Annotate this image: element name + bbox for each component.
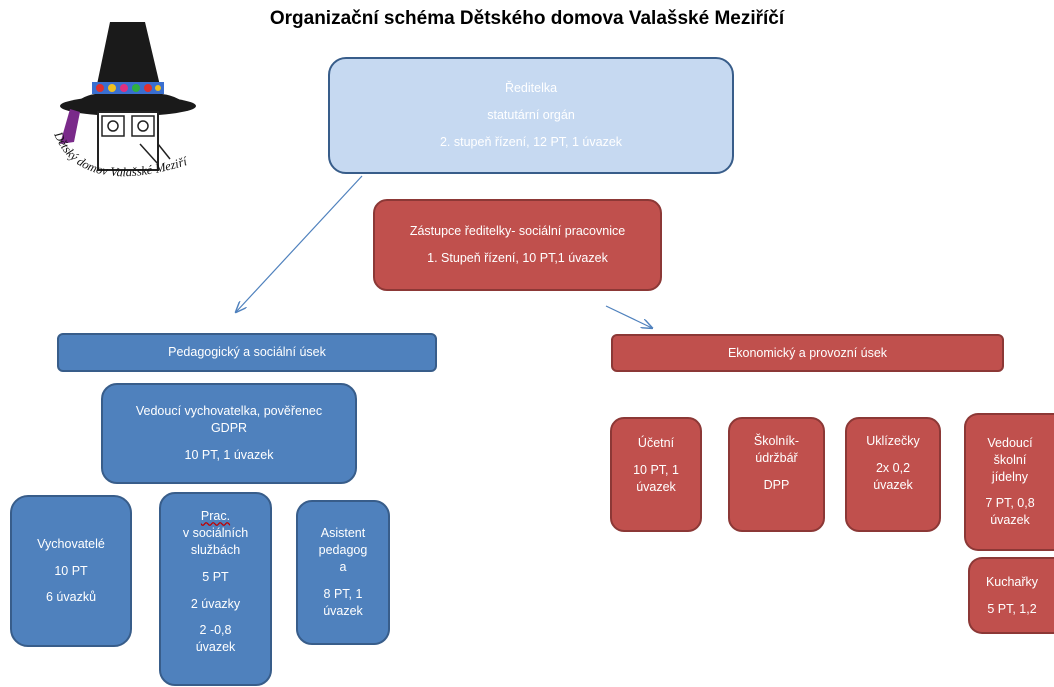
janitor-details: DPP: [763, 477, 790, 492]
canteen-head-title-3: jídelny: [991, 469, 1029, 484]
director-role: statutární orgán: [487, 108, 575, 123]
social-workers-box: Prac. v sociálních službách 5 PT 2 úvazk…: [159, 492, 272, 686]
economic-section-label: Ekonomický a provozní úsek: [727, 345, 888, 360]
educators-count: 10 PT: [54, 563, 88, 578]
social-workers-fte-2: 2 -0,8: [199, 623, 232, 638]
assistant-details-2: úvazek: [323, 603, 363, 618]
janitor-box: Školník- údržbář DPP: [728, 417, 825, 532]
director-details: 2. stupeň řízení, 12 PT, 1 úvazek: [439, 134, 623, 149]
deputy-box: Zástupce ředitelky- sociální pracovnice …: [373, 199, 662, 291]
educators-box: Vychovatelé 10 PT 6 úvazků: [10, 495, 132, 647]
director-title: Ředitelka: [504, 81, 558, 96]
assistant-title: Asistent: [320, 526, 366, 541]
head-educator-box: Vedoucí vychovatelka, pověřenec GDPR 10 …: [101, 383, 357, 484]
accountant-details: 10 PT, 1: [633, 462, 679, 477]
canteen-head-details-2: úvazek: [990, 513, 1030, 528]
accountant-details-2: úvazek: [636, 479, 676, 494]
head-educator-title-2: GDPR: [210, 421, 248, 436]
deputy-details: 1. Stupeň řízení, 10 PT,1 úvazek: [427, 251, 608, 265]
arrow-to-economic: [605, 305, 652, 328]
social-workers-title-2: v sociálních: [182, 525, 249, 540]
canteen-head-title: Vedoucí: [987, 435, 1033, 450]
assistant-title-3: a: [339, 560, 347, 575]
logo: Dětský domov Valašské Meziříčí: [40, 14, 196, 179]
janitor-title: Školník-: [753, 434, 800, 448]
educators-fte: 6 úvazků: [45, 590, 97, 605]
economic-section-header: Ekonomický a provozní úsek: [611, 334, 1004, 372]
social-workers-count: 5 PT: [202, 569, 229, 584]
canteen-head-title-2: školní: [993, 452, 1027, 467]
page-title: Organizační schéma Dětského domova Valaš…: [269, 8, 785, 29]
assistant-title-2: pedagog: [318, 543, 368, 558]
cleaners-box: Uklízečky 2x 0,2 úvazek: [845, 417, 941, 532]
cleaners-details: 2x 0,2: [875, 460, 911, 475]
accountant-box: Účetní 10 PT, 1 úvazek: [610, 417, 702, 532]
educators-title: Vychovatelé: [37, 536, 105, 551]
assistant-box: Asistent pedagog a 8 PT, 1 úvazek: [296, 500, 390, 645]
arrow-to-pedagogical: [236, 175, 363, 312]
social-workers-title: Prac.: [200, 509, 231, 523]
head-educator-title: Vedoucí vychovatelka, pověřenec: [135, 404, 323, 419]
social-workers-fte-3: úvazek: [195, 640, 236, 655]
deputy-title: Zástupce ředitelky- sociální pracovnice: [409, 224, 626, 239]
canteen-head-details: 7 PT, 0,8: [985, 496, 1035, 511]
social-workers-title-3: službách: [190, 542, 241, 557]
canteen-head-box: Vedoucí školní jídelny 7 PT, 0,8 úvazek: [964, 413, 1054, 551]
accountant-title: Účetní: [637, 436, 675, 450]
cooks-box: Kuchařky 5 PT, 1,2: [968, 557, 1054, 634]
pedagogical-section-header: Pedagogický a sociální úsek: [57, 333, 437, 372]
cleaners-title: Uklízečky: [866, 434, 920, 448]
assistant-details: 8 PT, 1: [323, 586, 363, 601]
head-educator-details: 10 PT, 1 úvazek: [184, 447, 274, 462]
janitor-title-2: údržbář: [755, 450, 798, 465]
director-box: Ředitelka statutární orgán 2. stupeň říz…: [328, 57, 734, 174]
social-workers-fte: 2 úvazky: [190, 596, 241, 611]
pedagogical-section-label: Pedagogický a sociální úsek: [168, 345, 326, 360]
cleaners-details-2: úvazek: [873, 477, 913, 492]
cooks-details: 5 PT, 1,2: [987, 601, 1037, 616]
cooks-title: Kuchařky: [985, 574, 1039, 589]
